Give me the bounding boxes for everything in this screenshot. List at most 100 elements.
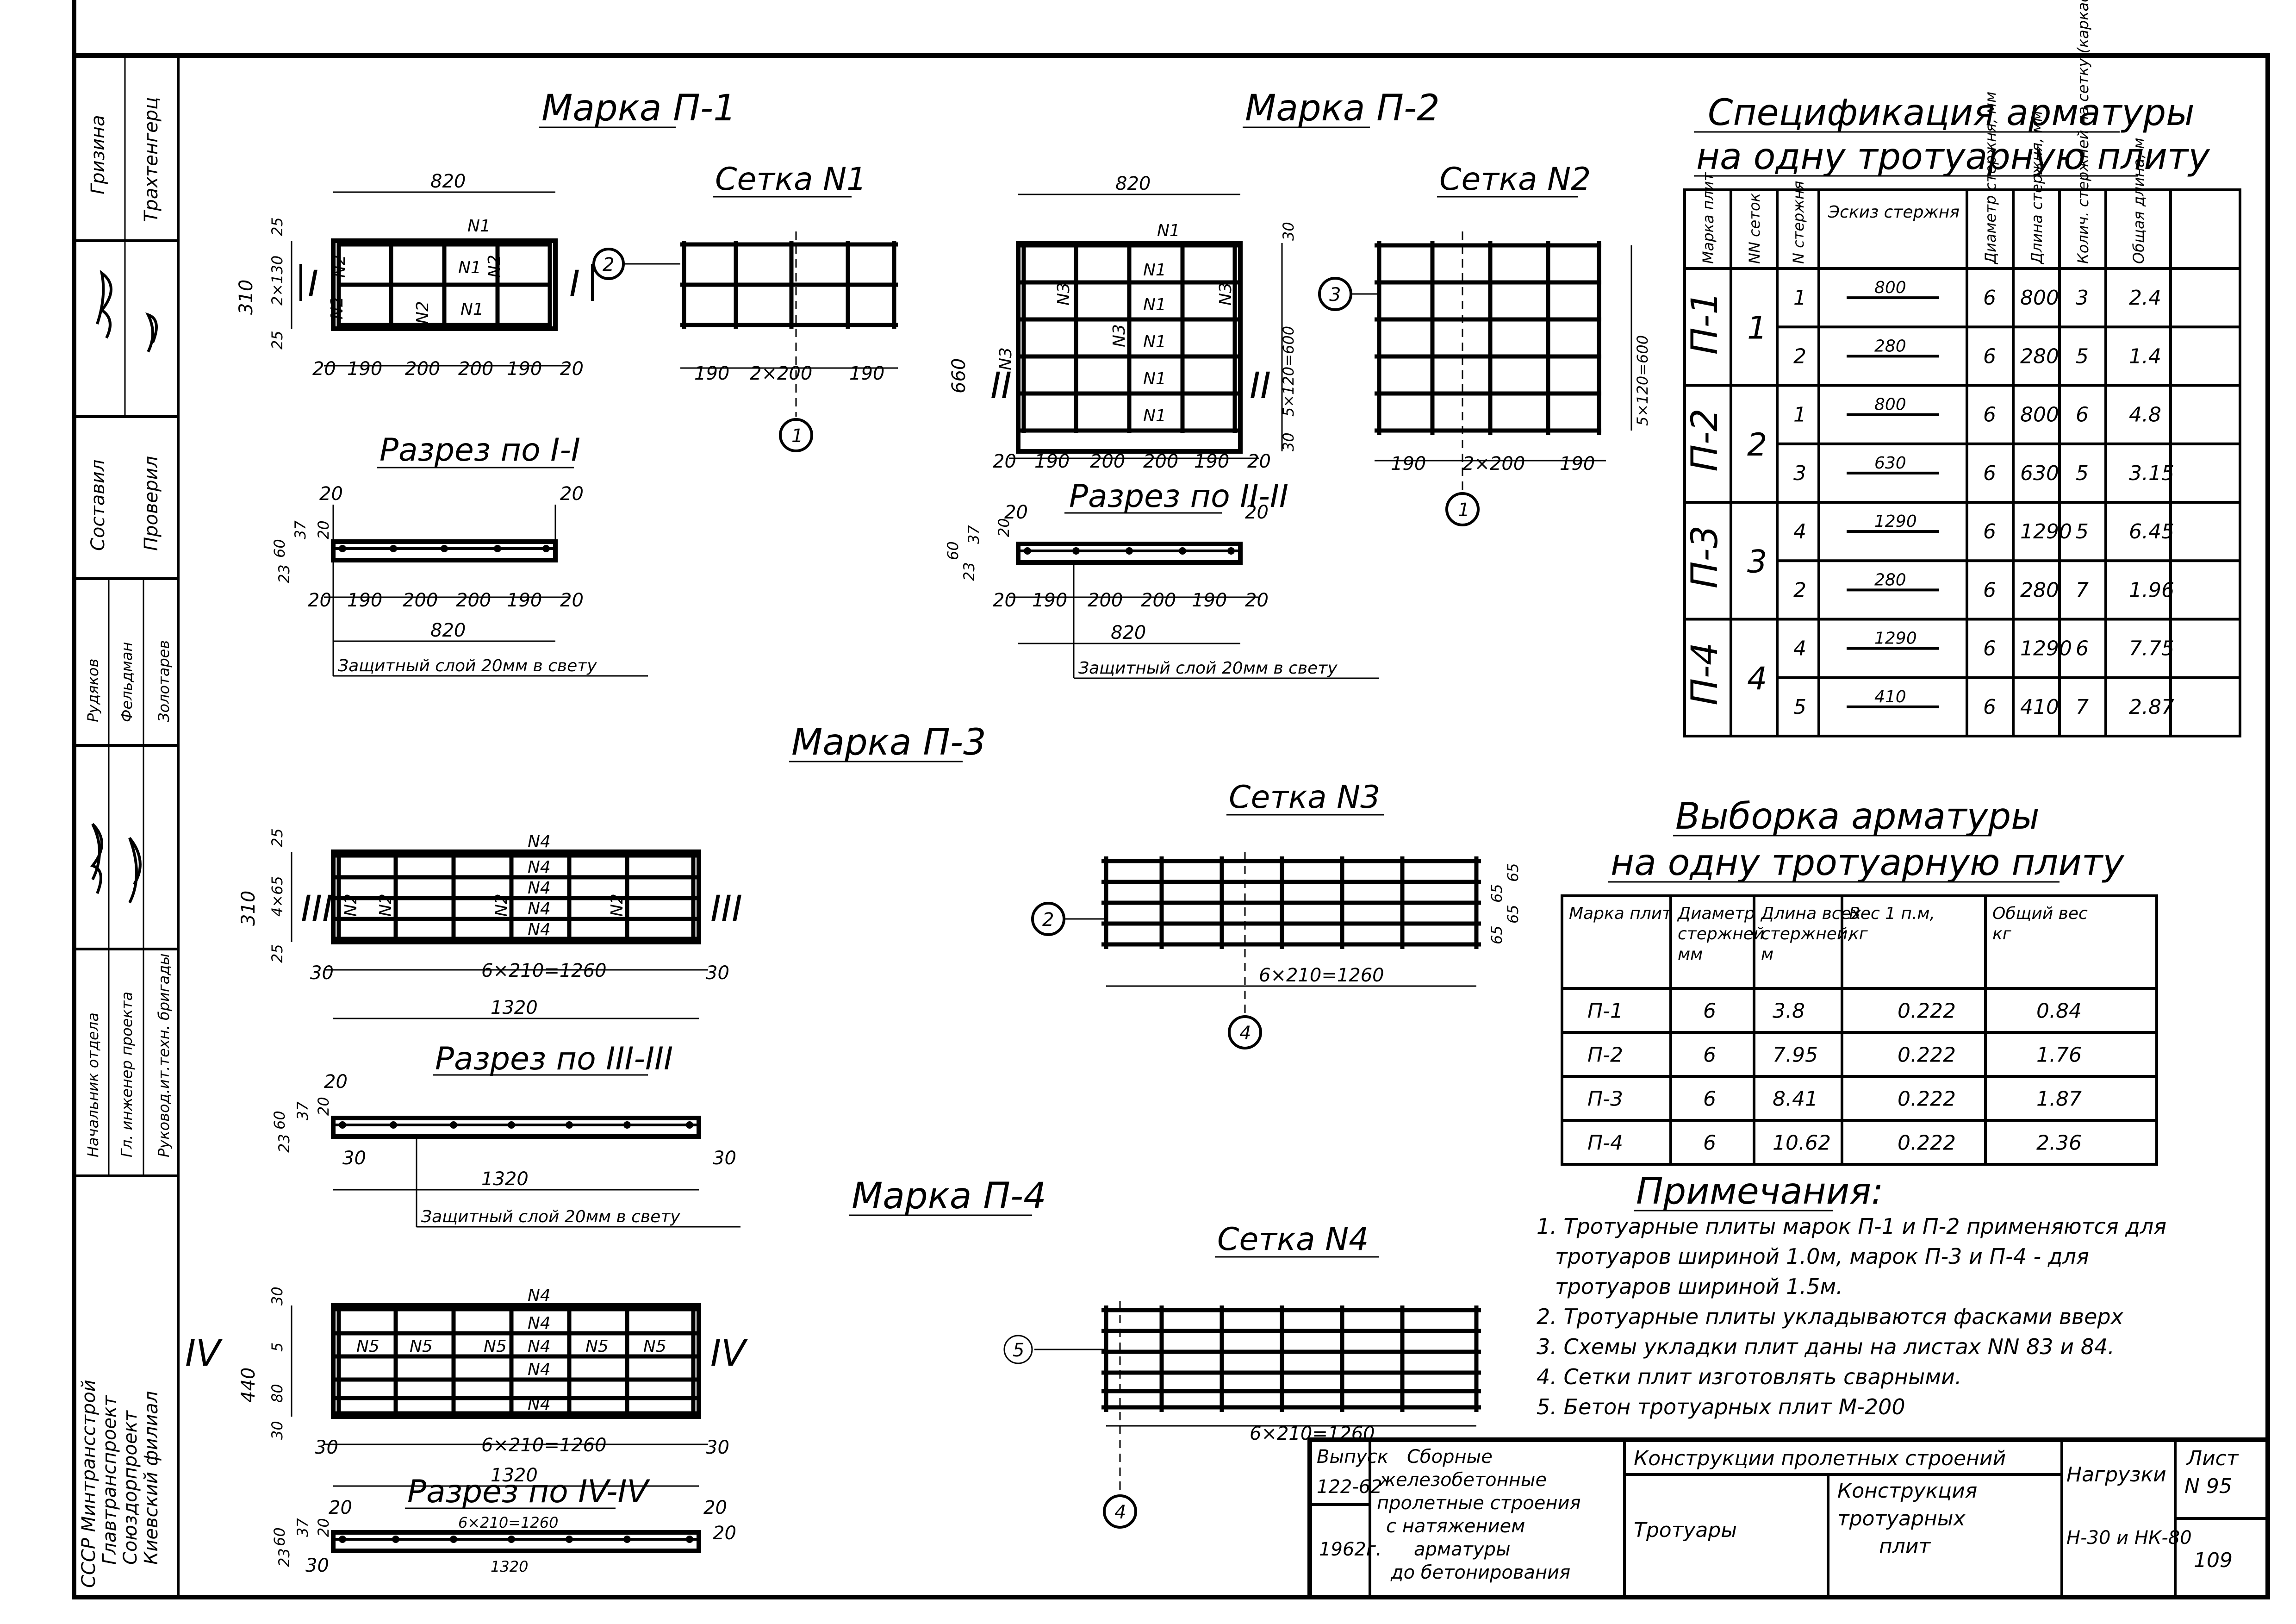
svg-text:N4: N4: [528, 1314, 551, 1333]
svg-text:190: 190: [694, 363, 729, 384]
svg-text:6×210=1260: 6×210=1260: [1259, 965, 1384, 986]
svg-text:25: 25: [268, 331, 286, 350]
svg-text:23: 23: [275, 564, 293, 583]
spec-count: 5: [2076, 520, 2089, 543]
svg-text:N3: N3: [1110, 324, 1129, 347]
spec-diam: 6: [1983, 403, 1996, 427]
side-cell-5: Фельдман: [118, 642, 136, 722]
svg-text:20: 20: [993, 590, 1016, 611]
vyborka-cell: 0.222: [1898, 1043, 1956, 1067]
svg-text:N2: N2: [492, 893, 511, 917]
vyborka-cell: 6: [1703, 999, 1716, 1023]
svg-text:N5: N5: [356, 1337, 380, 1356]
svg-text:60: 60: [271, 1527, 288, 1546]
spec-len: 1290: [2020, 520, 2072, 543]
svg-text:Марка П-4: Марка П-4: [852, 1175, 1046, 1217]
spec-total: 1.4: [2129, 344, 2161, 368]
svg-text:37: 37: [294, 1518, 311, 1537]
svg-text:30: 30: [268, 1287, 286, 1305]
svg-text:N5: N5: [410, 1337, 433, 1356]
svg-text:6×210=1260: 6×210=1260: [481, 1435, 607, 1456]
spec-rod-no: 5: [1793, 695, 1806, 719]
spec-header-4: Диаметр стержня, мм: [1982, 92, 1999, 265]
spec-count: 6: [2076, 637, 2089, 661]
vyborka-cell: 6: [1703, 1087, 1716, 1111]
svg-text:2×200: 2×200: [1462, 453, 1525, 475]
note-line-6: 5. Бетон тротуарных плит М-200: [1537, 1394, 1905, 1419]
vyborka-cell: 0.222: [1898, 1131, 1956, 1155]
svg-text:6×210=1260: 6×210=1260: [481, 960, 607, 981]
svg-text:Разрез по IV-IV: Разрез по IV-IV: [407, 1474, 651, 1510]
side-cell-2: Составил: [87, 460, 109, 551]
svg-text:2×200: 2×200: [750, 363, 812, 384]
svg-text:N2: N2: [485, 255, 504, 278]
svg-text:N1: N1: [1143, 332, 1166, 351]
side-cell-1: Трахтенгерц: [141, 97, 162, 222]
svg-text:190: 190: [1192, 590, 1227, 611]
spec-rod-no: 1: [1793, 403, 1806, 427]
svg-text:4×65: 4×65: [268, 876, 286, 917]
svg-text:23: 23: [960, 562, 978, 581]
svg-text:30: 30: [305, 1555, 329, 1576]
svg-text:I: I: [308, 263, 318, 305]
svg-text:N4: N4: [528, 879, 551, 898]
svg-text:2: 2: [1042, 909, 1054, 931]
sheet-frame: [72, 53, 2270, 1599]
tb-load-label: Нагрузки: [2066, 1463, 2166, 1487]
p1-section: [331, 539, 558, 562]
svg-text:2×130: 2×130: [268, 256, 286, 306]
p1-title: Марка П-1: [541, 87, 736, 129]
svg-text:2: 2: [603, 254, 614, 275]
svg-text:190: 190: [1194, 451, 1229, 472]
notes-block: Примечания: 1. Тротуарные плиты марок П-…: [1537, 1171, 2166, 1419]
svg-text:820: 820: [1111, 622, 1146, 643]
spec-sketch-len: 280: [1874, 570, 1906, 589]
spec-sketch-len: 800: [1874, 395, 1906, 414]
svg-text:30: 30: [706, 1437, 729, 1458]
svg-text:200: 200: [1143, 451, 1178, 472]
svg-text:пролетные строения: пролетные строения: [1377, 1493, 1581, 1514]
svg-text:20: 20: [329, 1497, 352, 1518]
spec-diam: 6: [1983, 520, 1996, 543]
p1-setka-ref-1: [779, 418, 813, 452]
vyborka-cell: 6: [1703, 1043, 1716, 1067]
spec-total: 3.15: [2129, 462, 2174, 485]
spec-setka-1: 2: [1747, 427, 1767, 463]
svg-text:N2: N2: [413, 301, 432, 324]
svg-text:5: 5: [1013, 1340, 1024, 1361]
svg-text:20: 20: [324, 1071, 348, 1093]
view-p4: Марка П-4 440 30 5 80 30 30 6×210=1260 3…: [185, 1175, 1481, 1576]
svg-text:N1: N1: [1143, 295, 1166, 314]
spec-diam: 6: [1983, 578, 1996, 602]
spec-len: 800: [2020, 286, 2059, 310]
svg-text:III: III: [710, 888, 742, 930]
svg-text:Разрез по III-III: Разрез по III-III: [435, 1041, 673, 1077]
spec-diam: 6: [1983, 695, 1996, 719]
svg-text:20: 20: [560, 590, 584, 611]
svg-text:Сетка N3: Сетка N3: [1229, 779, 1380, 816]
spec-header-1: NN сеток: [1746, 193, 1763, 264]
svg-text:200: 200: [1141, 590, 1176, 611]
svg-text:20: 20: [993, 451, 1016, 472]
spec-len: 1290: [2020, 637, 2072, 661]
svg-text:65: 65: [1488, 884, 1506, 903]
svg-text:190: 190: [1034, 451, 1070, 472]
svg-text:80: 80: [268, 1384, 286, 1403]
spec-header-0: Марка плит: [1699, 172, 1717, 264]
spec-sketch-len: 1290: [1874, 629, 1917, 648]
svg-text:II: II: [1250, 365, 1271, 407]
svg-text:20: 20: [703, 1497, 727, 1518]
note-line-2: тротуаров шириной 1.5м.: [1555, 1274, 1843, 1299]
svg-text:N4: N4: [528, 1360, 551, 1379]
spec-count: 6: [2076, 403, 2089, 427]
spec-total: 2.4: [2129, 286, 2161, 310]
spec-header-6: Колич. стержней на сетку (каркас): [2074, 0, 2092, 264]
note-line-5: 4. Сетки плит изготовлять сварными.: [1537, 1364, 1962, 1389]
spec-total: 7.75: [2129, 637, 2174, 661]
vyborka-cell: 7.95: [1773, 1043, 1818, 1067]
spec-sketch-len: 280: [1874, 337, 1906, 356]
spec-plate-0: П-1: [1684, 292, 1726, 355]
